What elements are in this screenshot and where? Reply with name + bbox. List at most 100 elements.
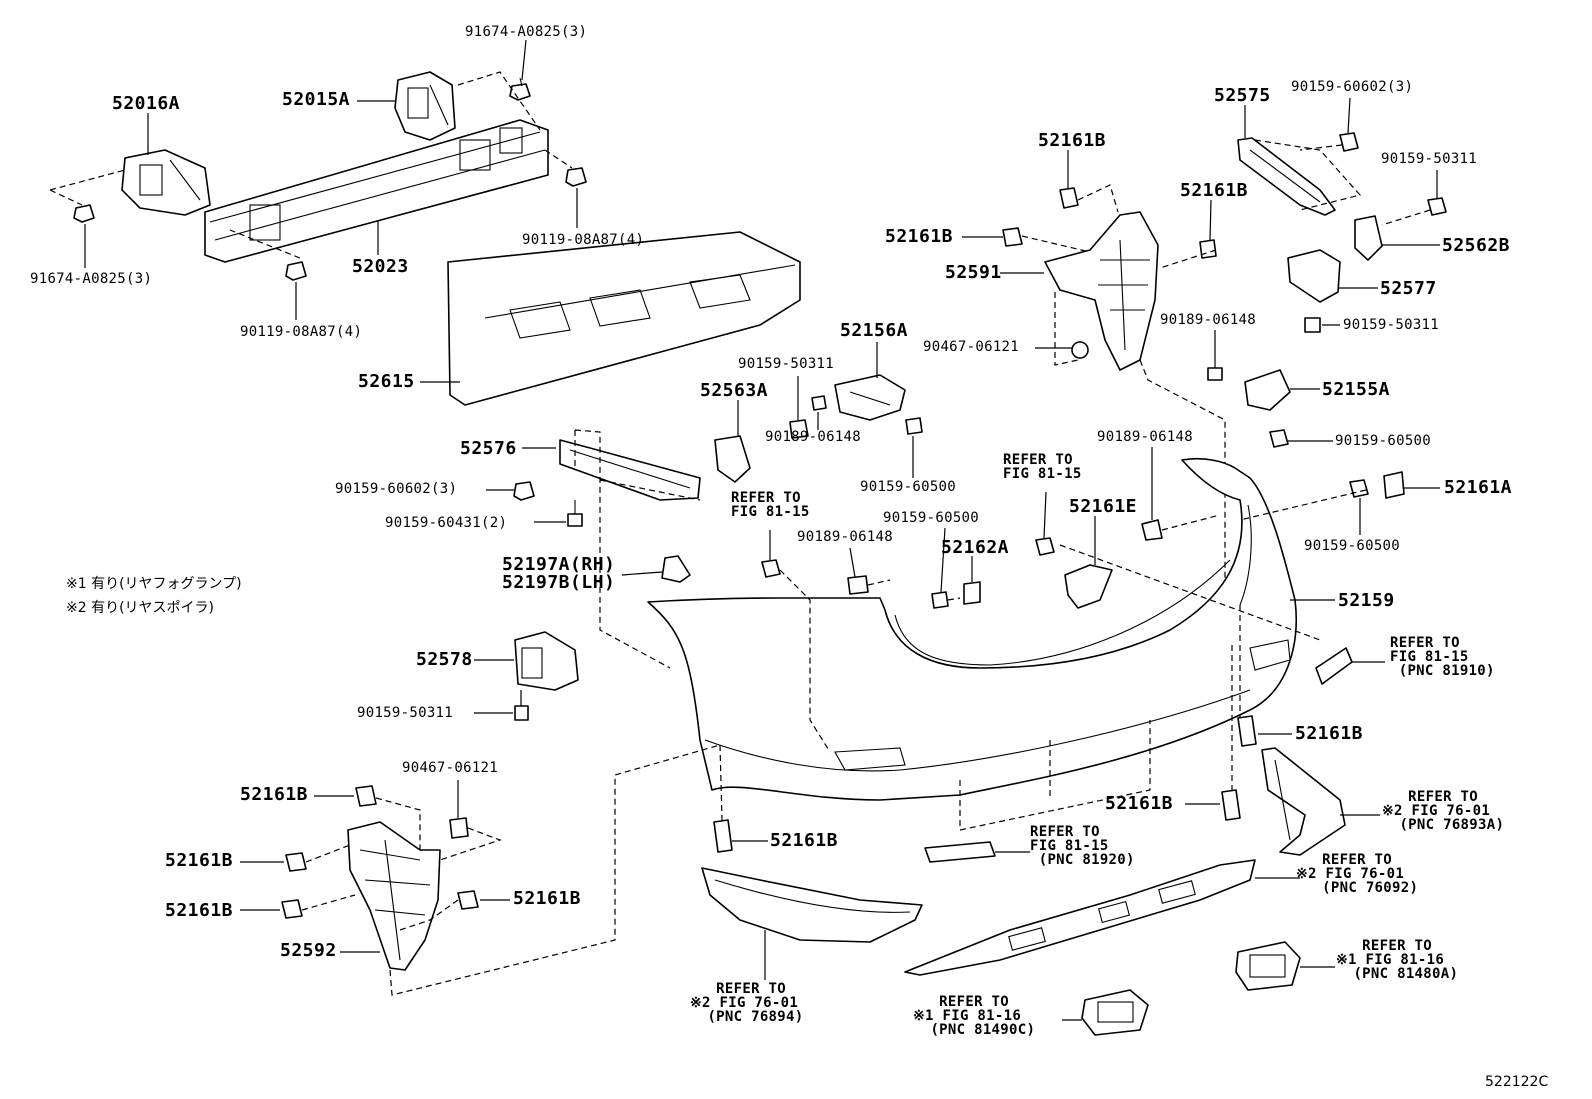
bolt-90159-50311-top: [1427, 197, 1447, 216]
bracket-52156a: [834, 374, 906, 421]
clip-90189-06148-center: [811, 395, 827, 411]
reflector-81920: [924, 841, 996, 863]
label-52155a: 52155A: [1322, 379, 1391, 400]
label-90467-06121-a: 90467-06121: [923, 339, 1020, 355]
label-52576: 52576: [460, 438, 517, 459]
label-90189-06148-c: 90189-06148: [1097, 429, 1194, 445]
label-90159-50311-b: 90159-50311: [1343, 317, 1440, 333]
clip-90159-60500-bumper: [931, 591, 949, 609]
lower-spoiler-76894: [701, 867, 923, 943]
clip-90159-50311-left: [514, 705, 529, 721]
label-52161b-j: 52161B: [165, 900, 234, 921]
label-52591: 52591: [945, 262, 1002, 283]
garnish-76092: [904, 859, 1256, 976]
label-52161b-g: 52161B: [770, 830, 839, 851]
spoiler-76893a: [1261, 747, 1346, 856]
clip-52161b-g: [713, 819, 733, 853]
label-52161b-e: 52161B: [240, 784, 309, 805]
lamp-81480a: [1235, 941, 1301, 991]
diagram-code: 522122C: [1485, 1074, 1549, 1090]
retainer-52576: [559, 439, 701, 501]
label-91674-a0825-left: 91674-A0825(3): [30, 271, 153, 287]
clip-52161b-i: [457, 890, 479, 910]
annotation-note-1: ※1 有り(リヤフォグランプ): [66, 576, 242, 592]
retainer-52197: [661, 555, 691, 583]
label-52562b: 52562B: [1442, 235, 1511, 256]
reference-pnc-76092: REFER TO ※2 FIG 76-01 (PNC 76092): [1296, 852, 1419, 896]
reference-pnc-76893a: REFER TO ※2 FIG 76-01 (PNC 76893A): [1382, 789, 1505, 833]
clip-52161b-c: [1002, 227, 1023, 247]
clip-52161b-a: [1059, 187, 1079, 209]
label-52015a: 52015A: [282, 89, 351, 110]
label-90159-60602-top: 90159-60602(3): [1291, 79, 1414, 95]
bolt-90159-60500-right: [1269, 429, 1289, 448]
clip-90159-50311-mid: [1304, 317, 1321, 333]
bracket-52155a: [1244, 369, 1291, 411]
reference-fig-81-15-b: REFER TO FIG 81-15: [731, 490, 810, 520]
nut-90467-b: [449, 817, 469, 839]
clip-52161b-e: [355, 785, 377, 807]
label-52615: 52615: [358, 371, 415, 392]
label-52159: 52159: [1338, 590, 1395, 611]
label-52156a: 52156A: [840, 320, 909, 341]
label-52161b-a: 52161B: [1038, 130, 1107, 151]
bumper-reinforcement-52023: [204, 119, 549, 263]
label-52161a: 52161A: [1444, 477, 1513, 498]
clip-90189-06148-e: [1141, 519, 1163, 541]
bracket-52577: [1287, 249, 1341, 303]
label-52161b-h: 52161B: [165, 850, 234, 871]
reference-pnc-76894: REFER TO ※2 FIG 76-01 (PNC 76894): [690, 981, 804, 1025]
reference-pnc-81480a: REFER TO ※1 FIG 81-16 (PNC 81480A): [1336, 938, 1459, 982]
bolt-91674-top: [509, 77, 531, 101]
screw-90159-60431: [567, 500, 583, 527]
retainer-52575: [1237, 137, 1336, 216]
bracket-52563a: [714, 435, 751, 483]
label-90189-06148-d: 90189-06148: [797, 529, 894, 545]
clip-90189-06148-bumper: [847, 575, 869, 595]
reference-pnc-81910: REFER TO FIG 81-15 (PNC 81910): [1390, 635, 1495, 679]
label-90189-06148-a: 90189-06148: [1160, 312, 1257, 328]
label-90159-50311-d: 90159-50311: [357, 705, 454, 721]
reference-pnc-81490c: REFER TO ※1 FIG 81-16 (PNC 81490C): [913, 994, 1036, 1038]
label-52578: 52578: [416, 649, 473, 670]
bolt-90119-right: [565, 167, 587, 187]
clip-90159-50311-center: [789, 419, 809, 439]
label-52016a: 52016A: [112, 93, 181, 114]
label-90159-60602-left: 90159-60602(3): [335, 481, 458, 497]
label-52592: 52592: [280, 940, 337, 961]
bolt-refer-a: [1035, 537, 1055, 556]
bolt-90159-60602-top: [1339, 132, 1359, 152]
label-52161b-i: 52161B: [513, 888, 582, 909]
bracket-52562b: [1354, 215, 1383, 261]
clip-52161b-h: [285, 852, 307, 872]
label-90159-60500-d: 90159-60500: [1304, 538, 1401, 554]
label-52023: 52023: [352, 256, 409, 277]
label-91674-a0825-top: 91674-A0825(3): [465, 24, 588, 40]
reference-fig-81-15-a: REFER TO FIG 81-15: [1003, 452, 1082, 482]
label-90159-50311-c: 90159-50311: [738, 356, 835, 372]
label-52575: 52575: [1214, 85, 1271, 106]
label-90159-60500-a: 90159-60500: [1335, 433, 1432, 449]
lamp-81490c: [1081, 989, 1149, 1036]
bracket-52161e: [1064, 564, 1113, 609]
reflector-81910: [1315, 647, 1353, 685]
bracket-52016a: [121, 149, 211, 216]
label-90159-60431: 90159-60431(2): [385, 515, 508, 531]
clip-52161b-f: [1221, 789, 1241, 821]
energy-absorber-52615: [447, 231, 801, 406]
label-52563a: 52563A: [700, 380, 769, 401]
bolt-refer-b: [761, 559, 781, 578]
label-90159-50311-a: 90159-50311: [1381, 151, 1478, 167]
label-52197a-52197b: 52197A(RH) 52197B(LH): [502, 554, 616, 593]
bracket-52578: [514, 631, 579, 691]
annotation-note-2: ※2 有り(リヤスポイラ): [66, 600, 215, 616]
label-90467-06121-b: 90467-06121: [402, 760, 499, 776]
clip-52161b-b: [1199, 239, 1217, 259]
bracket-52015a: [394, 71, 456, 141]
reference-pnc-81920: REFER TO FIG 81-15 (PNC 81920): [1030, 824, 1135, 868]
label-52161b-f: 52161B: [1105, 793, 1174, 814]
bolt-90119-left: [285, 261, 307, 281]
bolt-90159-60500-center: [905, 417, 923, 435]
bolt-90159-60500-far-right: [1349, 479, 1369, 498]
